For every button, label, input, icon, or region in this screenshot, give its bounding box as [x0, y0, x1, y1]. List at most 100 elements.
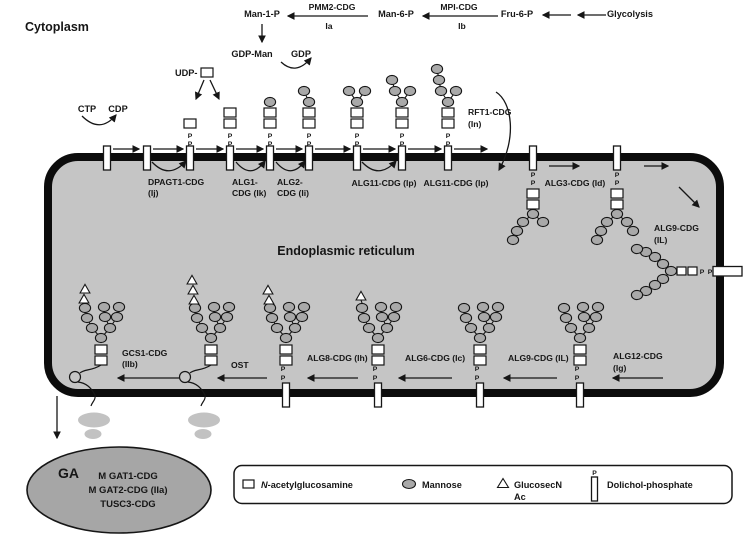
phosphate-label: P — [268, 133, 273, 140]
glcnac-square — [395, 118, 409, 129]
mannose-circle — [388, 85, 402, 97]
phosphate-label: P — [400, 141, 405, 148]
phosphate-label: P — [281, 366, 286, 373]
mannose-circle — [103, 322, 117, 334]
udp-glcnac-square-icon — [200, 67, 214, 78]
mannose-circle — [610, 208, 624, 220]
udp-branch-arrow-right — [209, 79, 220, 101]
gcs1-label: GCS1-CDG — [122, 348, 168, 358]
mannose-circle — [473, 332, 487, 344]
dolichol-bar — [373, 382, 383, 408]
mannose-circle — [590, 234, 604, 246]
top-membrane-proteins — [102, 145, 622, 171]
udp-branch-arrow-left — [194, 79, 205, 101]
mannose-circle — [208, 311, 222, 323]
mannose-circle — [204, 332, 218, 344]
top-metabolic-pathway: Cytoplasm Man-1-P PMM2-CDG Ia Man-6-P MP… — [25, 2, 653, 126]
dolichol-bar-horizontal — [712, 265, 743, 277]
dolichol-bar — [304, 145, 314, 171]
cdp-label: CDP — [108, 104, 127, 114]
glcnac-square — [395, 107, 409, 118]
phosphate-label: P — [307, 141, 312, 148]
mannose-circle — [573, 332, 587, 344]
mannose-circle — [449, 85, 463, 97]
mannose-circle — [265, 312, 279, 324]
ribosomes — [78, 412, 220, 439]
golgi-apparatus: GA M GAT1-CDG M GAT2-CDG (IIa) TUSC3-CDG — [26, 446, 212, 534]
glcnac-square — [302, 118, 316, 129]
mannose-circle — [403, 85, 417, 97]
mpi-type-label: Ib — [458, 21, 466, 31]
phosphate-label: P — [188, 133, 193, 140]
glcnac-square — [676, 266, 687, 276]
ost-label: OST — [231, 360, 249, 370]
mannose-circle — [389, 301, 403, 313]
dolichol-bar — [185, 145, 195, 171]
dpagt1-label: DPAGT1-CDG — [148, 177, 204, 187]
mannose-circle — [620, 216, 634, 228]
glcnac-square — [94, 344, 108, 355]
phosphate-label: P — [575, 375, 580, 382]
glcnac-square — [441, 118, 455, 129]
mannose-circle — [457, 302, 471, 314]
alg11-label-2: ALG11-CDG (Ip) — [424, 178, 489, 188]
alg1-label: ALG1- — [232, 177, 258, 187]
dolichol-bar — [575, 382, 585, 408]
mannose-circle — [600, 216, 614, 228]
mannose-circle — [263, 302, 277, 314]
protein-chain — [187, 381, 206, 407]
pmm2-enzyme-label: PMM2-CDG — [309, 2, 356, 12]
mannose-circle — [85, 322, 99, 334]
glcnac-square — [94, 355, 108, 366]
right-membrane-glycan: P P — [630, 243, 743, 301]
mannose-circle — [207, 301, 221, 313]
glcnac-square — [573, 344, 587, 355]
glcnac-square — [279, 344, 293, 355]
dolichol-bar — [225, 145, 235, 171]
protein-chain-loop — [178, 370, 192, 384]
gdp-release-arc — [280, 57, 312, 69]
mannose-circle — [362, 322, 376, 334]
glcnac-square — [526, 199, 540, 210]
mannose-circle — [630, 289, 644, 301]
mannose-circle — [594, 225, 608, 237]
mannose-circle — [355, 302, 369, 314]
mannose-circle — [564, 322, 578, 334]
dolichol-bar — [102, 145, 112, 171]
alg2-arc — [275, 160, 306, 172]
mannose-circle — [430, 63, 444, 75]
phosphate-label: P — [575, 366, 580, 373]
alg2-label: ALG2- — [277, 177, 303, 187]
nag-rest: -acetylglucosamine — [268, 480, 353, 490]
alg8-label: ALG8-CDG (Ih) — [307, 353, 368, 363]
mannose-circle — [195, 322, 209, 334]
mannose-circle — [358, 85, 372, 97]
alg9-right-type: (IL) — [654, 235, 667, 245]
glucose-legend-label-1: GlucosecN — [514, 480, 562, 490]
phosphate-label: P — [446, 133, 451, 140]
ctp-cdp-arc — [81, 114, 117, 126]
mannose-circle — [441, 96, 455, 108]
glcnac-square — [204, 344, 218, 355]
mannose-circle — [626, 225, 640, 237]
glycan-link — [360, 299, 397, 339]
phosphate-label: P — [188, 141, 193, 148]
phosphate-label: P — [228, 133, 233, 140]
glcnac-square — [279, 355, 293, 366]
tusc3-label: TUSC3-CDG — [100, 499, 155, 510]
mannose-circle — [464, 322, 478, 334]
alg9-bottom-label: ALG9-CDG (IL) — [508, 353, 569, 363]
mannose-circle — [516, 216, 530, 228]
dolichol-legend-label: Dolichol-phosphate — [607, 480, 693, 490]
top-membrane-arrows — [113, 145, 700, 208]
glcnac-square — [610, 199, 624, 210]
mannose-circle — [476, 301, 490, 313]
mannose-circle — [190, 312, 204, 324]
mannose-circle — [559, 312, 573, 324]
bottom-glycan-trees: P P P P P P P P — [68, 274, 605, 407]
cytoplasm-label: Cytoplasm — [25, 20, 89, 34]
mannose-circle — [283, 311, 297, 323]
golgi-label: GA — [58, 465, 79, 481]
